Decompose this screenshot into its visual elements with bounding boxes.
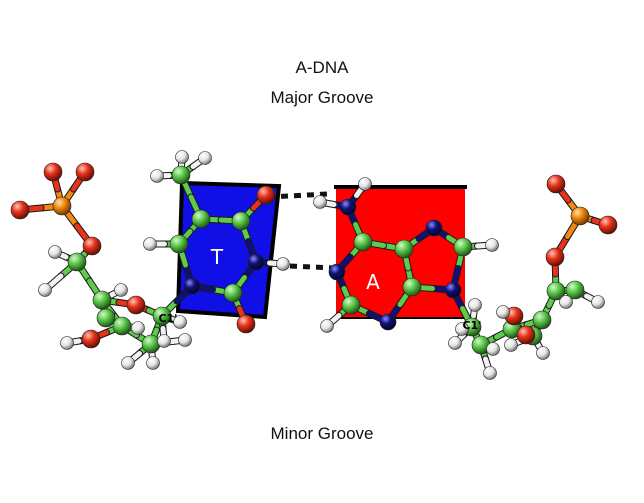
hydrogen-atom [48, 245, 62, 259]
oxygen-atom [75, 162, 95, 182]
hydrogen-atom [455, 322, 469, 336]
nitrogen-atom [183, 277, 201, 295]
oxygen-atom [81, 329, 101, 349]
hydrogen-atom [114, 283, 128, 297]
carbon-atom [67, 252, 87, 272]
carbon-atom [565, 280, 585, 300]
carbon-atom [171, 165, 191, 185]
hydrogen-atom [157, 334, 171, 348]
oxygen-atom [126, 295, 146, 315]
oxygen-atom [10, 200, 30, 220]
hydrogen-atom [485, 238, 499, 252]
carbon-atom [453, 237, 473, 257]
hydrogen-atom [175, 150, 189, 164]
carbon-atom [341, 295, 361, 315]
hydrogen-atom [320, 319, 334, 333]
carbon-atom [191, 209, 211, 229]
nitrogen-atom [444, 281, 462, 299]
nitrogen-atom [379, 313, 397, 331]
carbon-atom [532, 310, 552, 330]
c1-prime-label-left: C1' [158, 312, 177, 325]
carbon-atom [141, 334, 161, 354]
nitrogen-atom [339, 198, 357, 216]
hydrogen-atom [559, 295, 573, 309]
hydrogen-atom [276, 257, 290, 271]
c1-prime-label-right: C1' [462, 319, 481, 332]
oxygen-atom [43, 162, 63, 182]
carbon-atom [394, 239, 414, 259]
hydrogen-bond-top [267, 191, 329, 200]
carbon-atom [353, 232, 373, 252]
hydrogen-atom [536, 346, 550, 360]
carbon-atom [546, 281, 566, 301]
hydrogen-atom [313, 195, 327, 209]
carbon-atom [112, 316, 132, 336]
hydrogen-atom [504, 338, 518, 352]
carbon-atom [402, 277, 422, 297]
nitrogen-atom [328, 263, 346, 281]
hydrogen-atom [60, 336, 74, 350]
oxygen-atom [236, 314, 256, 334]
phosphorus-atom [570, 206, 590, 226]
hydrogen-atom [146, 356, 160, 370]
carbon-atom [169, 234, 189, 254]
hydrogen-atom [150, 169, 164, 183]
hydrogen-atom [468, 298, 482, 312]
nitrogen-atom [425, 219, 443, 237]
oxygen-atom [516, 325, 536, 345]
hydrogen-atom [358, 177, 372, 191]
hydrogen-atom [198, 151, 212, 165]
hydrogen-atom [131, 321, 145, 335]
adenine-label: A [366, 270, 380, 294]
carbon-atom [92, 290, 112, 310]
carbon-atom [231, 211, 251, 231]
major-groove-label: Major Groove [270, 88, 374, 107]
minor-groove-label: Minor Groove [270, 424, 374, 443]
atom-spheres [10, 150, 618, 380]
oxygen-atom [256, 185, 276, 205]
hydrogen-atom [178, 333, 192, 347]
phosphorus-atom [52, 196, 72, 216]
thymine-label: T [210, 245, 224, 269]
hydrogen-atom [496, 305, 510, 319]
hydrogen-atom [448, 336, 462, 350]
carbon-atom [96, 308, 116, 328]
hydrogen-atom [38, 283, 52, 297]
oxygen-atom [82, 236, 102, 256]
hydrogen-atom [486, 342, 500, 356]
oxygen-atom [545, 247, 565, 267]
oxygen-atom [598, 215, 618, 235]
diagram-title: A-DNA [295, 58, 349, 77]
hydrogen-atom [483, 366, 497, 380]
carbon-atom [223, 283, 243, 303]
hydrogen-bond-bottom [289, 263, 335, 271]
hydrogen-atom [591, 295, 605, 309]
oxygen-atom [546, 174, 566, 194]
hydrogen-atom [121, 356, 135, 370]
hydrogen-atom [143, 237, 157, 251]
hydrogen-atom [173, 315, 187, 329]
nitrogen-atom [247, 253, 265, 271]
carbon-atom [152, 306, 172, 326]
